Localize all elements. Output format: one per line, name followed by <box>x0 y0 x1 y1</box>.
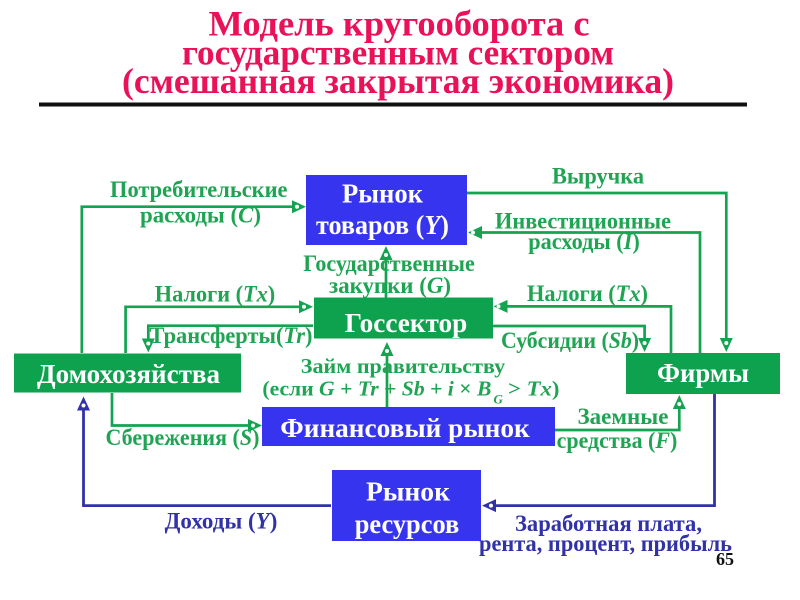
svg-text:Трансферты(Tr): Трансферты(Tr) <box>150 323 313 348</box>
svg-text:Рынок: Рынок <box>342 179 423 209</box>
svg-text:Заемные: Заемные <box>578 404 669 429</box>
svg-text:Доходы (Y): Доходы (Y) <box>165 509 278 534</box>
svg-text:> Tx): > Tx) <box>508 377 559 401</box>
svg-text:Сбережения (S): Сбережения (S) <box>106 425 260 450</box>
svg-text:Налоги (Tx): Налоги (Tx) <box>527 281 648 306</box>
svg-text:65: 65 <box>716 549 734 569</box>
svg-text:Инвестиционные: Инвестиционные <box>495 208 671 233</box>
svg-text:Финансовый рынок: Финансовый рынок <box>280 413 530 443</box>
svg-text:Заработная плата,: Заработная плата, <box>515 511 702 536</box>
svg-text:Домохозяйства: Домохозяйства <box>37 359 220 389</box>
svg-text:Рынок: Рынок <box>366 477 450 507</box>
svg-text:G: G <box>494 392 504 407</box>
svg-text:товаров (Y): товаров (Y) <box>316 210 449 240</box>
svg-text:закупки (G): закупки (G) <box>329 273 451 298</box>
svg-text:(смешанная закрытая экономика): (смешанная закрытая экономика) <box>122 61 674 101</box>
svg-text:Госсектор: Госсектор <box>345 308 468 338</box>
svg-text:Субсидии (Sb): Субсидии (Sb) <box>501 328 639 353</box>
svg-text:средства (F): средства (F) <box>557 428 678 453</box>
svg-text:Потребительские: Потребительские <box>110 177 288 202</box>
svg-text:рента, процент, прибыль: рента, процент, прибыль <box>479 531 732 556</box>
svg-text:ресурсов: ресурсов <box>355 509 460 539</box>
svg-text:расходы (С): расходы (С) <box>140 203 261 228</box>
svg-text:Фирмы: Фирмы <box>657 358 749 388</box>
svg-text:Займ правительству: Займ правительству <box>301 354 506 378</box>
svg-text:(если G + Tr + Sb + i × B: (если G + Tr + Sb + i × B <box>262 377 491 401</box>
svg-text:Налоги (Tx): Налоги (Tx) <box>155 282 275 307</box>
svg-text:Выручка: Выручка <box>552 164 644 189</box>
svg-text:Модель кругооборота с: Модель кругооборота с <box>209 4 590 44</box>
svg-text:государственным сектором: государственным сектором <box>182 33 614 73</box>
svg-text:расходы (I): расходы (I) <box>528 229 640 254</box>
svg-text:Государственные: Государственные <box>303 251 475 276</box>
